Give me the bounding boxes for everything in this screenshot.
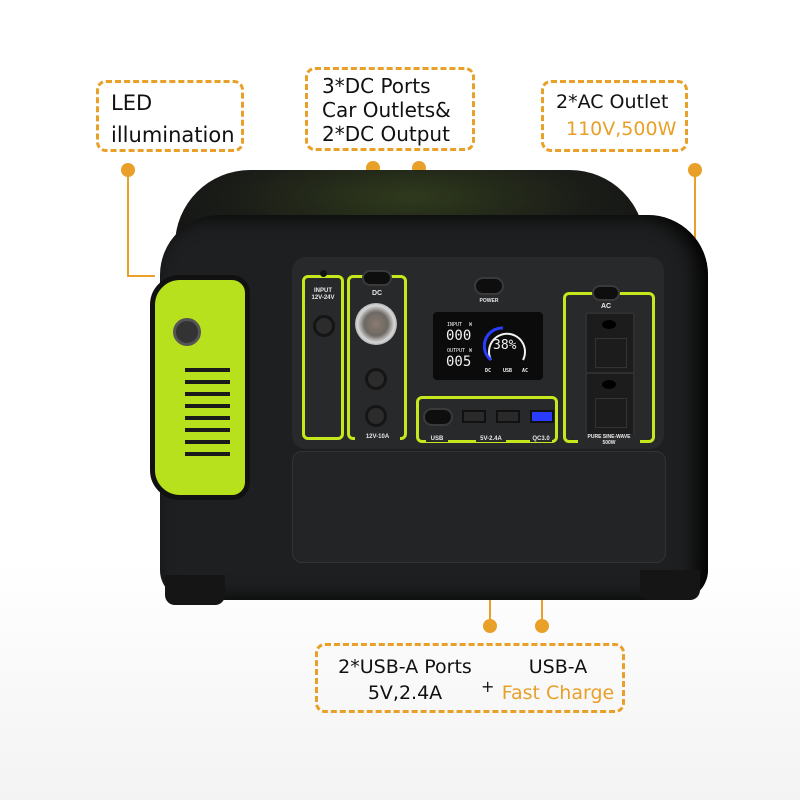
device-handle [175,170,645,260]
ac-outlet-1-ground [602,320,616,329]
front-panel [292,257,664,449]
usb-rating: 5V-2.4A [476,436,506,442]
led-lamp-icon [173,318,201,346]
device-foot-left [165,575,225,605]
leader-dot-dc-1 [366,161,380,175]
ac-rating-line-1: PURE SINE-WAVE [587,434,631,440]
leader-dot-led [121,163,135,177]
car-outlet-socket[interactable] [355,303,397,345]
callout-led-illumination: LED illumination [96,80,244,152]
leader-line-ac-h1 [636,343,696,345]
lcd-indicator-usb: USB [503,368,513,374]
leader-line-led [127,168,129,276]
ac-section-frame [563,292,655,443]
leader-dot-dc-2 [412,161,426,175]
lcd-output-unit: W [469,348,473,354]
callout-usb-line-2: 5V,2.4A [367,682,443,704]
usb-a-port-2[interactable] [496,410,520,423]
dc-power-button[interactable] [362,270,392,286]
ac-outlet-2[interactable] [585,372,635,436]
input-indicator-led [320,270,327,277]
lcd-input-label: INPUT [447,322,463,328]
input-section-frame [302,275,344,440]
ac-outlet-1[interactable] [585,312,635,376]
callout-ac-outlet: 2*AC Outlet 110V,500W [541,80,688,152]
led-side-panel [150,275,250,500]
callout-usb-fast-charge: Fast Charge [501,682,615,704]
lcd-input-value: 000 [446,328,472,344]
device-body [160,215,708,600]
callout-led-line-1: LED [111,91,153,115]
leader-line-usb-bracket-l [465,448,467,462]
callout-dc-ports: 3*DC Ports Car Outlets& 2*DC Output [305,67,475,151]
lcd-indicator-dc: DC [485,368,492,374]
usb-power-button[interactable] [423,408,453,426]
dc-label: DC [371,290,383,297]
power-button[interactable] [474,277,504,295]
leader-line-usb-bracket-r [510,448,512,462]
ac-rating-line-2: 500W [602,440,616,446]
lcd-output-label: OUTPUT [447,348,466,354]
callout-dc-line-1: 3*DC Ports [322,74,431,98]
lcd-indicator-ac: AC [522,368,529,374]
qc-label: QC3.0 [530,436,552,442]
callout-usb-plus: + [481,677,495,696]
ac-rating: PURE SINE-WAVE 500W [578,434,640,446]
leader-dot-usb [483,619,497,633]
leader-dot-ac [688,163,702,177]
leader-line-qc [541,448,543,623]
leader-line-dc-1 [372,170,374,274]
callout-usb-ports: 2*USB-A Ports 5V,2.4A + USB-A Fast Charg… [315,643,625,713]
callout-usb-line-1: 2*USB-A Ports [338,656,472,678]
device-foot-right [640,570,700,600]
ac-outlet-2-ground [602,380,616,389]
callout-dc-line-3: 2*DC Output [322,122,450,146]
callout-led-line-2: illumination [111,123,235,147]
input-label-line-1: INPUT [314,288,332,294]
leader-line-ac [694,170,696,399]
dc-output-port-1[interactable] [365,368,387,390]
leader-dot-qc [535,619,549,633]
callout-dc-line-2: Car Outlets& [322,98,451,122]
ac-outlet-2-slots [595,398,627,428]
leader-line-led-h [127,275,155,277]
ac-outlet-1-slots [595,338,627,368]
input-label: INPUT 12V-24V [303,288,343,302]
power-label: POWER [479,298,499,304]
ac-power-button[interactable] [592,285,620,301]
battery-gauge-icon [483,326,526,362]
side-vents [185,360,230,460]
usb-qc-port[interactable] [530,410,554,423]
usb-label: USB [426,436,448,442]
dc-section-frame [347,275,407,440]
dc-output-port-2[interactable] [365,405,387,427]
dc-rating: 12V-10A [355,434,400,440]
usb-a-port-1[interactable] [462,410,486,423]
leader-line-dc-2 [418,170,420,384]
leader-line-usb [489,461,491,623]
lcd-output-value: 005 [446,354,472,370]
callout-ac-rating: 110V,500W [566,118,677,140]
leader-line-ac-h2 [636,398,696,400]
ac-label: AC [600,303,612,310]
callout-usb-fast-title: USB-A [528,656,588,678]
usb-section-frame [416,396,558,443]
front-panel-lower [292,451,666,563]
input-port[interactable] [313,315,335,337]
lcd-input-unit: W [469,322,473,328]
input-label-line-2: 12V-24V [311,295,335,301]
callout-ac-line-1: 2*AC Outlet [556,91,669,113]
lcd-display: INPUT W 000 OUTPUT W 005 38% DC USB AC [433,312,543,380]
leader-line-dc-2-h [380,383,420,385]
lcd-battery-percent: 38% [493,338,517,353]
